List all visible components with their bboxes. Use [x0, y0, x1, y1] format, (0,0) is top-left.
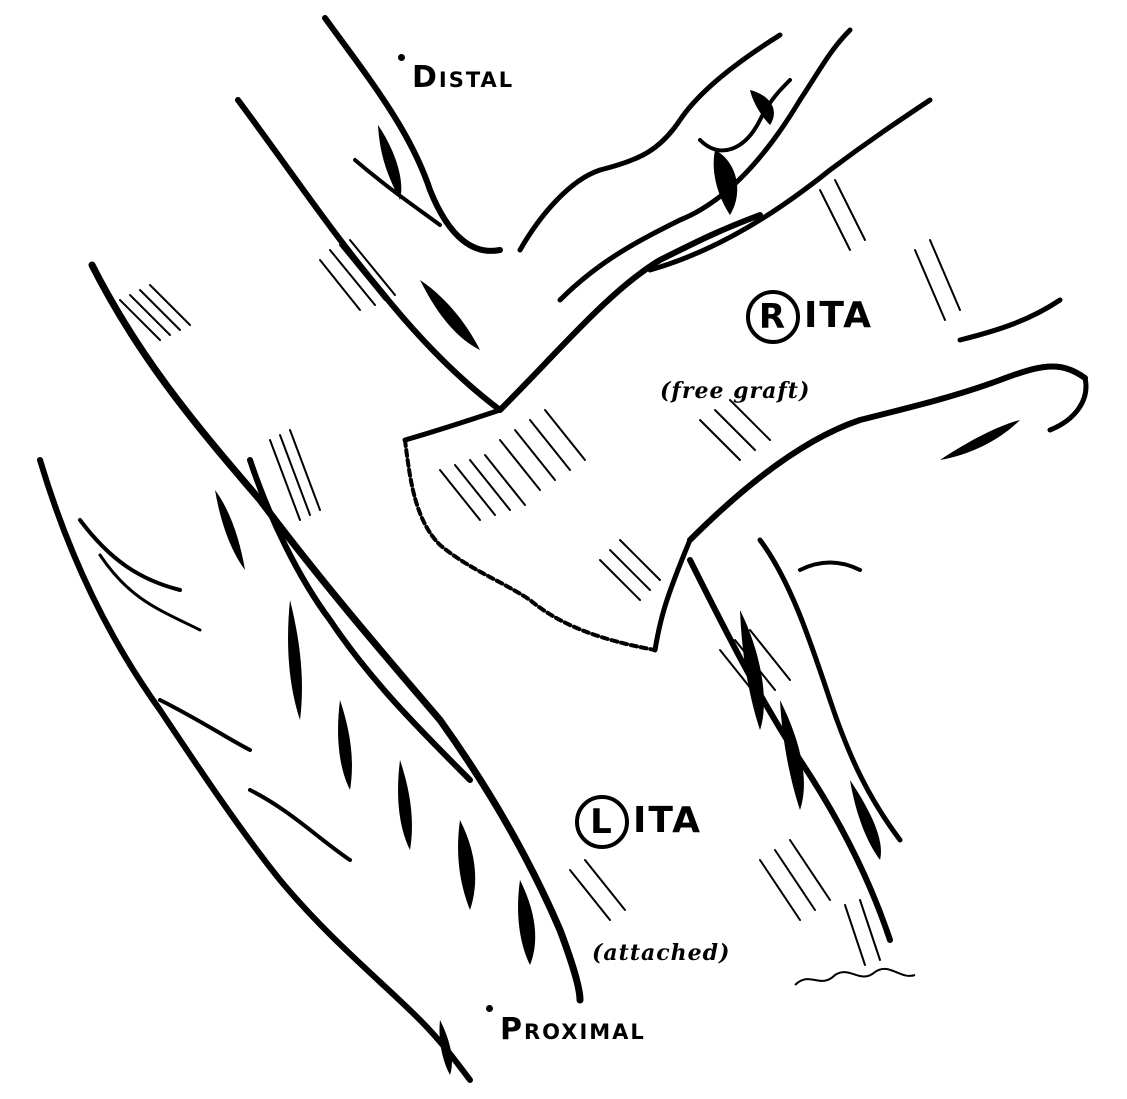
rita-circled-letter: R — [746, 290, 800, 344]
proximal-vessel-outline-inner — [40, 460, 470, 1080]
lita-circled-letter: L — [575, 795, 629, 849]
distal-marker-dot — [398, 54, 405, 61]
rita-label-text: ITA — [804, 295, 873, 336]
proximal-marker-dot — [486, 1005, 493, 1012]
distal-label: Distal — [412, 60, 514, 95]
distal-vessel-outline-left — [325, 18, 500, 251]
lita-vessel-outline-right — [760, 540, 900, 840]
artist-signature — [795, 969, 915, 985]
lita-note: (attached) — [592, 940, 730, 966]
rita-note: (free graft) — [660, 378, 810, 404]
distal-vessel-outline-inner — [238, 100, 500, 410]
suture-line — [405, 440, 655, 650]
lita-label-text: ITA — [633, 800, 702, 841]
proximal-label: Proximal — [500, 1012, 646, 1047]
